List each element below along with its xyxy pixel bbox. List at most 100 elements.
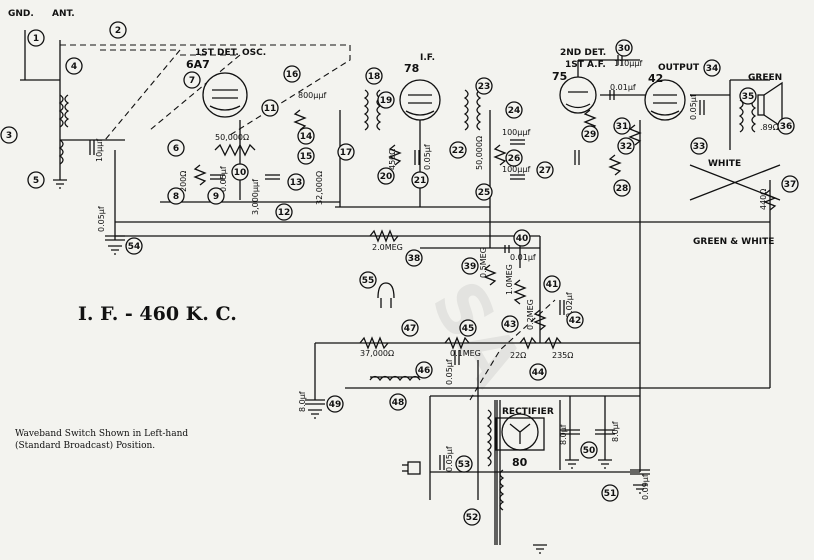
callout-36: 36: [777, 117, 795, 135]
value-c800: 800µµf: [298, 91, 326, 100]
value-r200: 200Ω: [179, 171, 188, 192]
callout-3: 3: [0, 126, 18, 144]
callout-51: 51: [601, 484, 619, 502]
callout-number: 2: [115, 26, 121, 36]
callout-circle: [505, 101, 523, 119]
callout-circle: [109, 21, 127, 39]
callout-39: 39: [461, 257, 479, 275]
callout-circle: [377, 167, 395, 185]
label-first-af: 1ST A.F.: [565, 60, 606, 70]
callout-circle: [463, 508, 481, 526]
callout-19: 19: [377, 91, 395, 109]
callout-number: 5: [33, 176, 39, 186]
callout-number: 35: [742, 92, 755, 102]
callout-number: 43: [504, 320, 517, 330]
label-gnd: GND.: [8, 9, 34, 19]
value-r89: .89Ω: [760, 123, 779, 132]
callout-number: 41: [546, 280, 559, 290]
callout-number: 27: [539, 166, 552, 176]
callout-16: 16: [283, 65, 301, 83]
callout-circle: [455, 455, 473, 473]
tube-75: [559, 76, 597, 114]
tubes: [202, 72, 686, 451]
callout-number: 51: [604, 489, 617, 499]
callout-number: 12: [278, 208, 291, 218]
callout-18: 18: [365, 67, 383, 85]
value-c05b: 0.05µf: [423, 144, 432, 170]
callout-20: 20: [377, 167, 395, 185]
value-r50kb: 50,000Ω: [475, 136, 484, 170]
value-c100b: 100µµf: [502, 165, 530, 174]
callout-circle: [536, 161, 554, 179]
callout-31: 31: [613, 117, 631, 135]
callout-number: 21: [414, 176, 427, 186]
callout-30: 30: [615, 39, 633, 57]
callout-circle: [459, 319, 477, 337]
callout-29: 29: [581, 125, 599, 143]
callout-circle: [275, 203, 293, 221]
callout-number: 53: [458, 460, 471, 470]
dial-lamp: [377, 282, 395, 308]
callout-circle: [513, 229, 531, 247]
callout-number: 30: [618, 44, 631, 54]
callout-53: 53: [455, 455, 473, 473]
callout-52: 52: [463, 508, 481, 526]
callout-6: 6: [167, 139, 185, 157]
callout-number: 15: [300, 152, 313, 162]
callout-circle: [566, 311, 584, 329]
callout-35: 35: [739, 87, 757, 105]
callout-number: 39: [464, 262, 477, 272]
value-c05a: 0.05µf: [219, 166, 228, 192]
callout-41: 41: [543, 275, 561, 293]
callout-number: 26: [508, 154, 521, 164]
callout-number: 38: [408, 254, 421, 264]
callout-number: 14: [300, 132, 313, 142]
callout-50: 50: [580, 441, 598, 459]
value-c05d: 0.05µf: [445, 359, 454, 385]
callout-circle: [613, 117, 631, 135]
callout-circle: [781, 175, 799, 193]
value-r450: 450Ω: [388, 149, 397, 170]
callout-38: 38: [405, 249, 423, 267]
resistors: [193, 109, 777, 350]
value-c30: 110µµf: [614, 59, 642, 68]
value-r01meg: 0.1MEG: [450, 349, 481, 358]
callout-number: 52: [466, 513, 479, 523]
stage-labels: GND. ANT. 1ST DET. OSC. 6A7 I.F. 78 2ND …: [8, 9, 782, 469]
label-6a7: 6A7: [186, 58, 210, 71]
value-r235: 235Ω: [552, 351, 573, 360]
callout-number: 42: [569, 316, 582, 326]
note-line-2: (Standard Broadcast) Position.: [15, 440, 155, 451]
if-heading: I. F. - 460 K. C.: [78, 303, 237, 325]
callout-circle: [690, 137, 708, 155]
speaker: [757, 81, 783, 129]
callout-number: 31: [616, 122, 629, 132]
callout-5: 5: [27, 171, 45, 189]
value-r1meg: 1.0MEG: [505, 264, 514, 295]
value-c05e: 0.05µf: [445, 446, 454, 472]
callout-circle: [529, 363, 547, 381]
callout-circle: [297, 127, 315, 145]
callout-circle: [475, 183, 493, 201]
callout-number: 29: [584, 130, 597, 140]
callout-2: 2: [109, 21, 127, 39]
value-c8b: 8.0µf: [559, 424, 568, 445]
callout-circle: [297, 147, 315, 165]
callout-circle: [411, 171, 429, 189]
callout-number: 25: [478, 188, 491, 198]
callout-49: 49: [326, 395, 344, 413]
callout-circle: [415, 361, 433, 379]
callout-number: 32: [620, 142, 633, 152]
label-if: I.F.: [420, 53, 435, 63]
value-r32k: 32,000Ω: [315, 171, 324, 205]
callout-25: 25: [475, 183, 493, 201]
callout-37: 37: [781, 175, 799, 193]
callout-circle: [337, 143, 355, 161]
callout-circle: [505, 149, 523, 167]
callout-34: 34: [703, 59, 721, 77]
label-80: 80: [512, 456, 528, 469]
callout-number: 50: [583, 446, 596, 456]
callout-circle: [543, 275, 561, 293]
callout-26: 26: [505, 149, 523, 167]
